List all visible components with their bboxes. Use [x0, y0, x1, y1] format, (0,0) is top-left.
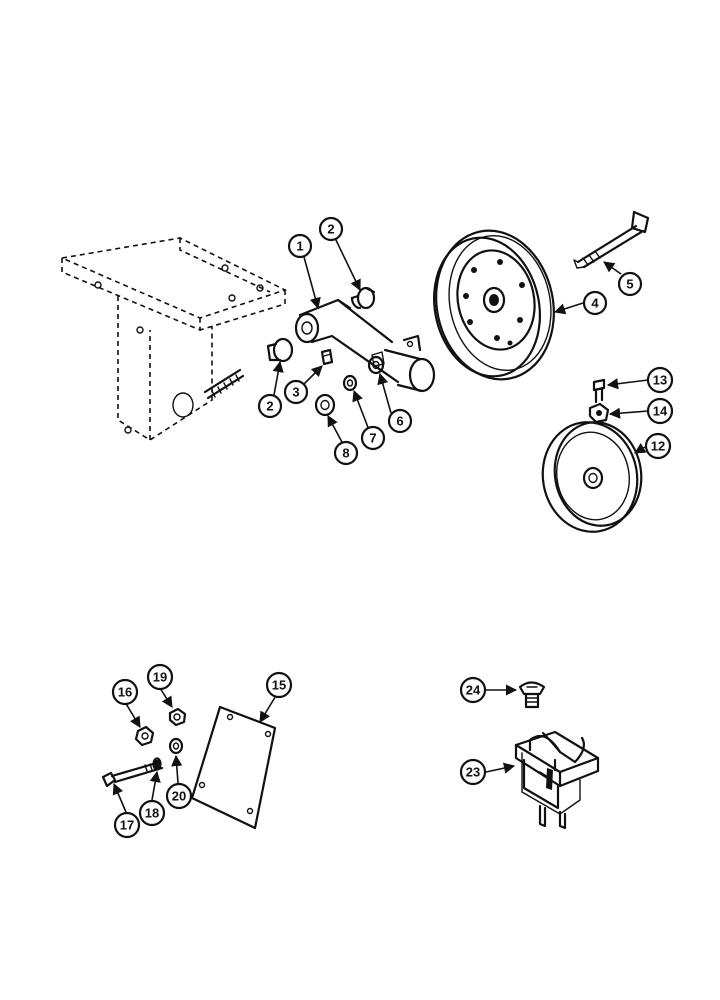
svg-text:24: 24 — [466, 683, 481, 698]
threaded-stud — [203, 368, 245, 400]
nut-8 — [314, 393, 336, 417]
idler-arm — [294, 298, 436, 393]
svg-text:2: 2 — [266, 399, 273, 414]
nut-19 — [168, 707, 187, 727]
svg-text:5: 5 — [626, 277, 633, 292]
svg-text:23: 23 — [466, 765, 480, 780]
callout-7: 7 — [360, 425, 386, 451]
callout-13: 13 — [646, 366, 674, 394]
callout-1: 1 — [287, 233, 313, 259]
callout-14: 14 — [646, 397, 674, 425]
nut-16 — [134, 725, 155, 747]
callout-24: 24 — [459, 676, 487, 704]
rocker-switch-23 — [514, 730, 600, 830]
svg-text:13: 13 — [653, 373, 667, 388]
svg-text:20: 20 — [172, 789, 186, 804]
lockwasher-18 — [152, 757, 162, 771]
callout-15: 15 — [265, 671, 293, 699]
leader-lines — [112, 237, 649, 813]
svg-text:14: 14 — [653, 404, 668, 419]
callout-2-lower: 2 — [257, 393, 283, 419]
bushing-lower — [266, 337, 294, 363]
screw-24 — [518, 681, 546, 709]
callout-6: 6 — [387, 408, 413, 434]
callout-17: 17 — [113, 811, 141, 839]
svg-text:8: 8 — [342, 446, 349, 461]
spacer-20 — [168, 737, 184, 755]
svg-text:12: 12 — [651, 439, 665, 454]
cover-plate-15 — [190, 705, 277, 830]
callout-3: 3 — [283, 379, 309, 405]
callout-8: 8 — [333, 440, 359, 466]
svg-text:18: 18 — [145, 806, 159, 821]
bushing-upper — [350, 286, 376, 310]
grease-fitting — [320, 348, 334, 366]
svg-text:4: 4 — [591, 296, 599, 311]
callout-4: 4 — [582, 290, 608, 316]
svg-text:7: 7 — [369, 431, 376, 446]
callout-16: 16 — [111, 678, 139, 706]
svg-text:16: 16 — [118, 685, 132, 700]
svg-text:19: 19 — [153, 670, 167, 685]
small-pulley — [541, 421, 643, 533]
callout-19: 19 — [146, 663, 174, 691]
svg-text:2: 2 — [327, 222, 334, 237]
svg-text:1: 1 — [296, 239, 303, 254]
svg-text:15: 15 — [272, 678, 286, 693]
svg-text:3: 3 — [292, 385, 299, 400]
large-pulley — [432, 229, 555, 381]
washer-6 — [367, 355, 385, 375]
svg-text:6: 6 — [396, 414, 403, 429]
small-bolt — [592, 378, 606, 404]
callout-12: 12 — [644, 432, 672, 460]
small-nut — [588, 402, 610, 424]
mounting-bracket — [59, 237, 288, 441]
svg-text:17: 17 — [120, 818, 134, 833]
callout-5: 5 — [617, 271, 643, 297]
callout-18: 18 — [138, 799, 166, 827]
long-bolt — [573, 210, 650, 269]
washer-7 — [342, 374, 358, 392]
callout-2-upper: 2 — [318, 216, 344, 242]
callout-23: 23 — [459, 758, 487, 786]
callout-20: 20 — [165, 782, 193, 810]
